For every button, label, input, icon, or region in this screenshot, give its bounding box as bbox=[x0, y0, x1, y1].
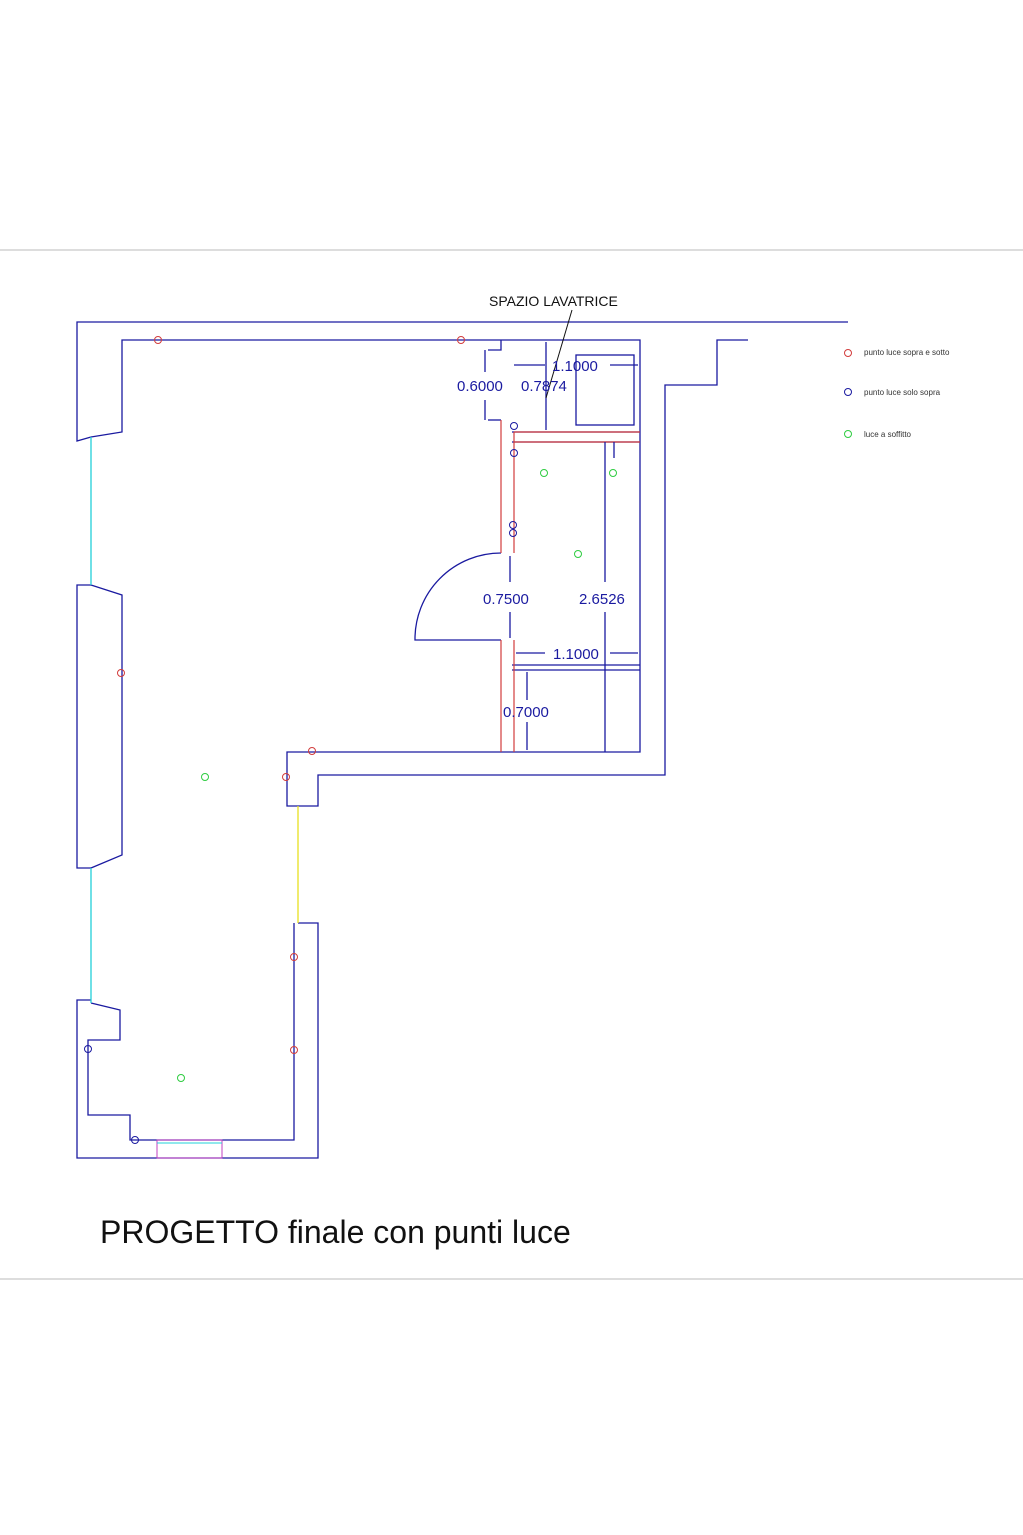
legend-label: luce a soffitto bbox=[864, 430, 912, 439]
legend: punto luce sopra e sotto punto luce solo… bbox=[844, 348, 950, 439]
dimension-label: 1.1000 bbox=[552, 358, 598, 375]
walls bbox=[76, 321, 848, 1159]
dimension-label: 2.6526 bbox=[579, 591, 625, 608]
legend-red-icon bbox=[844, 349, 852, 357]
dimension-label: 0.7874 bbox=[521, 378, 567, 395]
legend-label: punto luce solo sopra bbox=[864, 388, 941, 397]
label-spazio-lavatrice: SPAZIO LAVATRICE bbox=[489, 293, 618, 309]
legend-blue-icon bbox=[844, 388, 852, 396]
light-points-red bbox=[117, 336, 465, 1054]
dimension-lines bbox=[484, 309, 638, 752]
dimension-label: 0.7500 bbox=[483, 591, 529, 608]
windows bbox=[90, 437, 299, 1159]
dimension-label: 0.7000 bbox=[503, 704, 549, 721]
plan-title: PROGETTO finale con punti luce bbox=[100, 1214, 571, 1250]
legend-green-icon bbox=[844, 430, 852, 438]
light-points-green bbox=[177, 469, 617, 1082]
light-points-blue bbox=[84, 422, 518, 1144]
legend-label: punto luce sopra e sotto bbox=[864, 348, 950, 357]
dimension-label: 0.6000 bbox=[457, 378, 503, 395]
red-partitions bbox=[500, 420, 640, 752]
dimension-label: 1.1000 bbox=[553, 646, 599, 663]
